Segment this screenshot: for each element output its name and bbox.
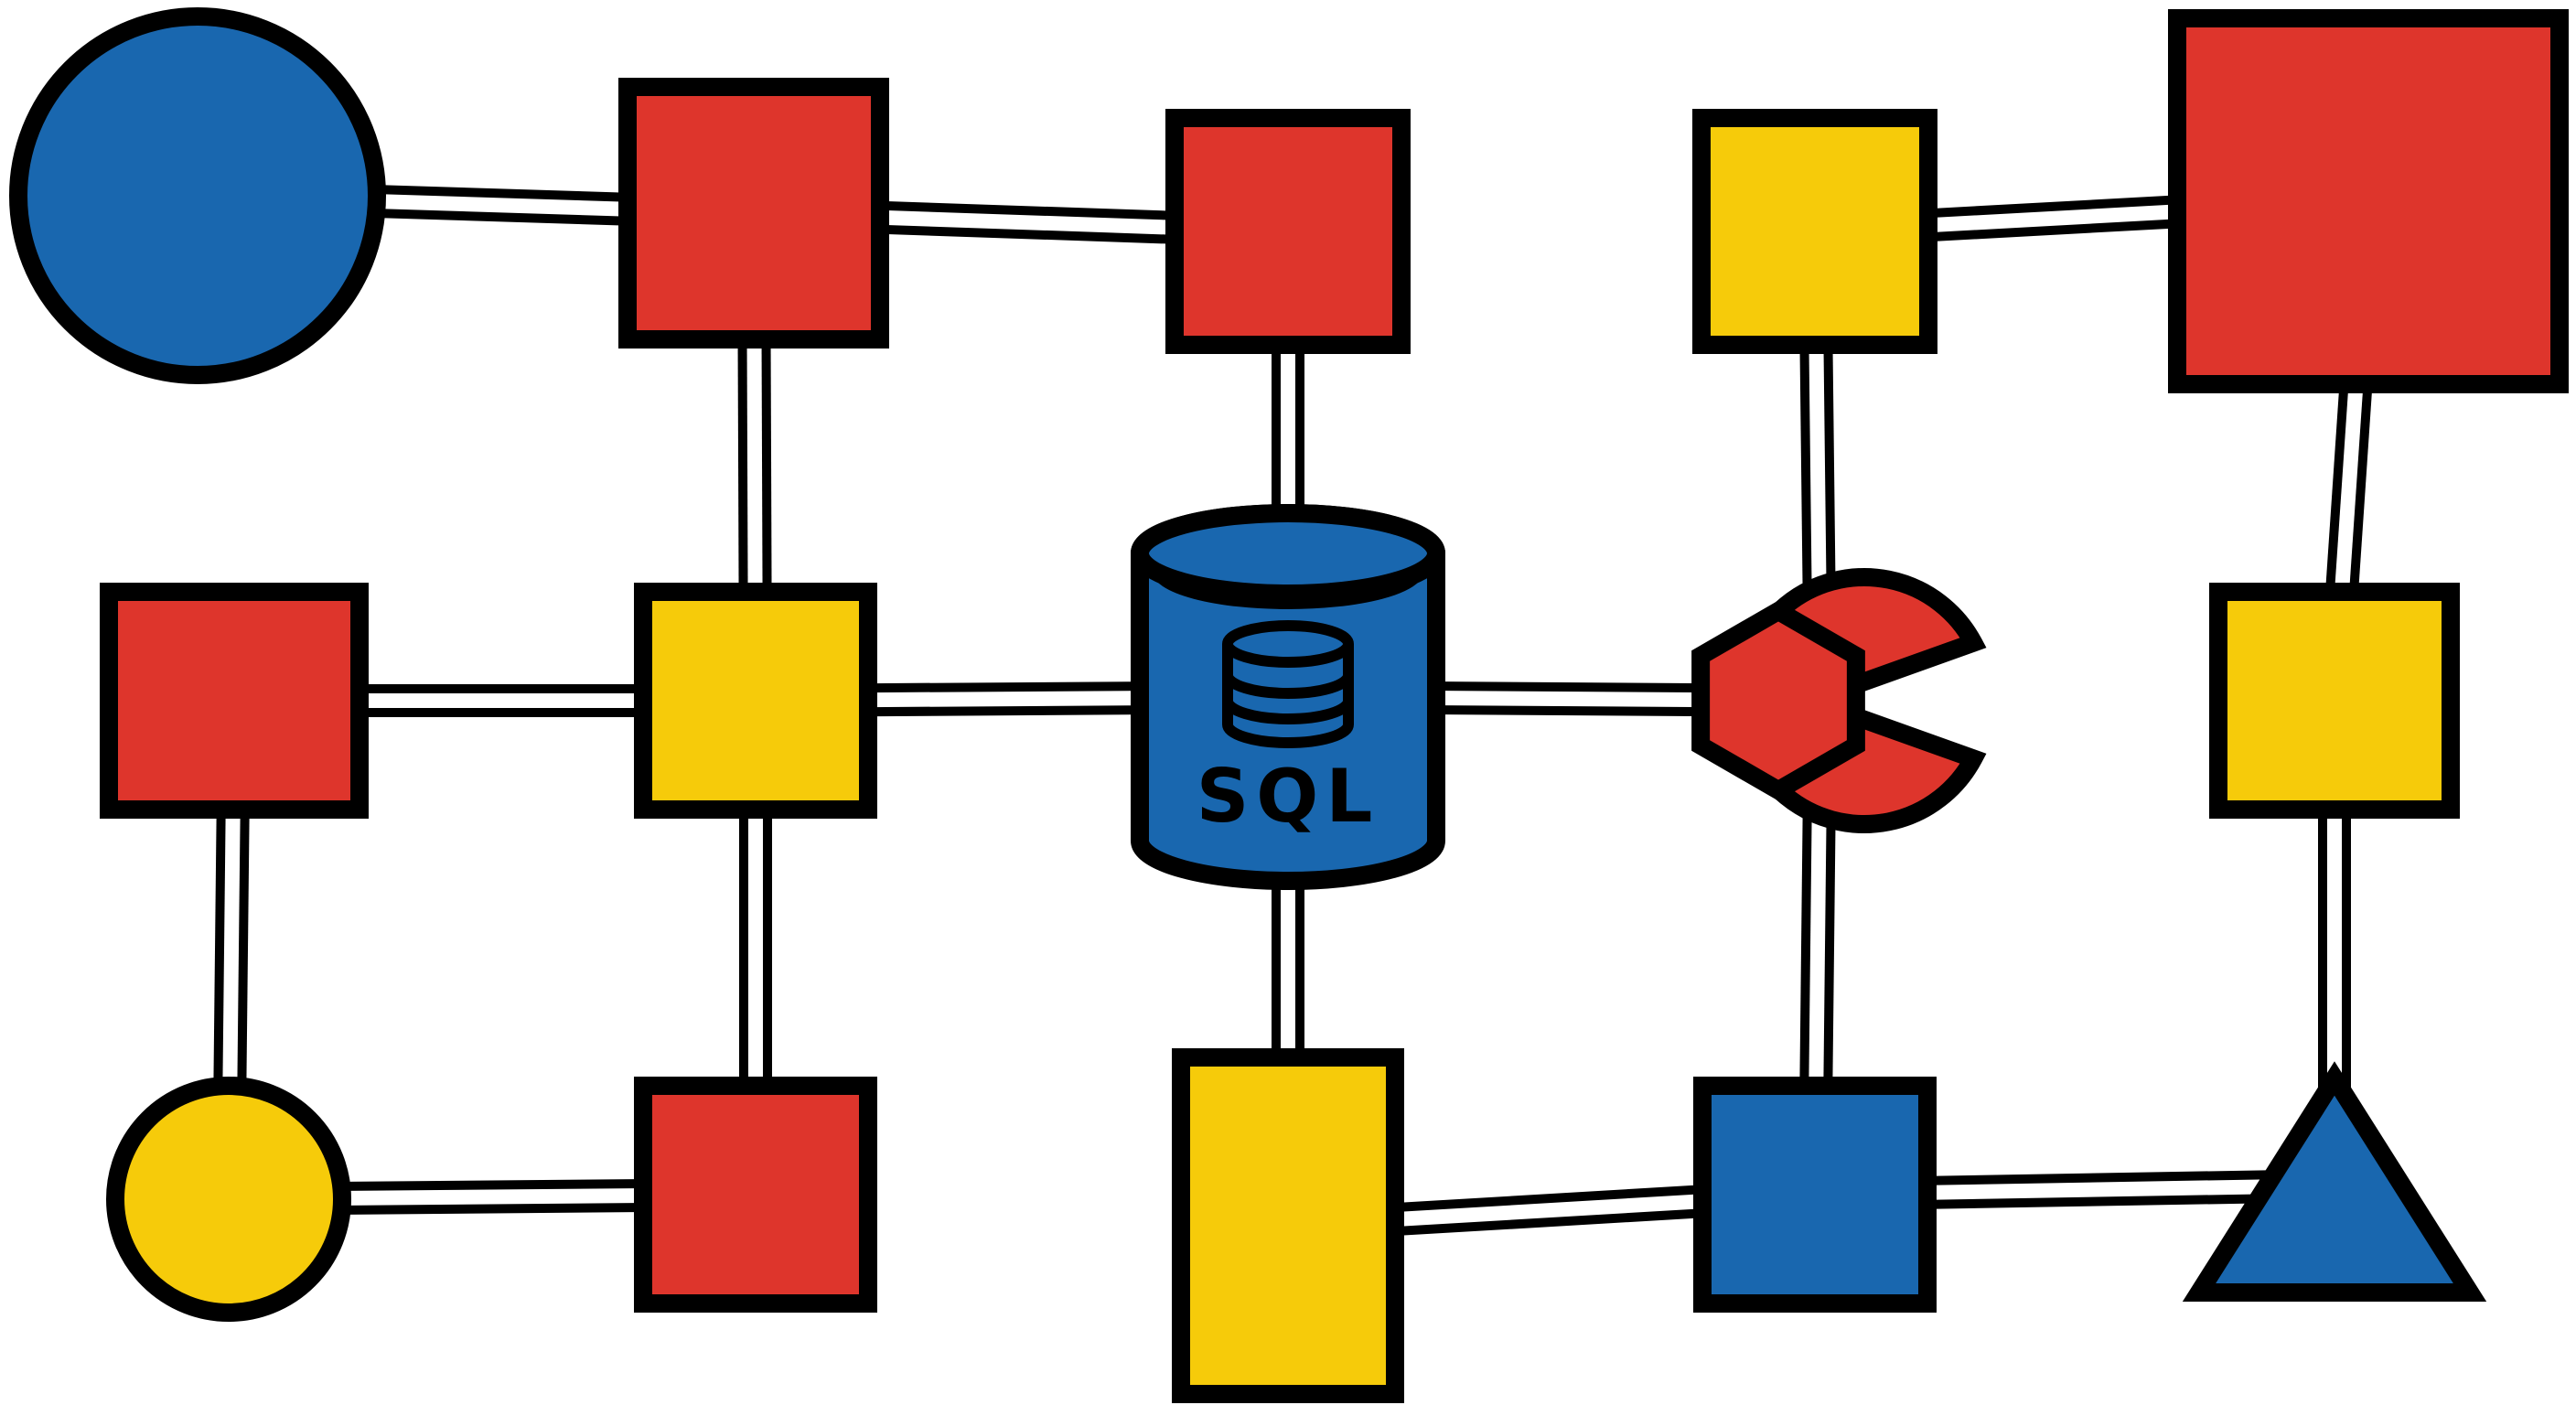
node-n1-blue-circle[interactable] (9, 7, 386, 384)
node-n12-red-square[interactable] (634, 1077, 877, 1313)
node-n15-blue-triangle[interactable] (2182, 1061, 2487, 1302)
node-n7-yellow-square[interactable] (634, 583, 877, 819)
node-n13-yellow-rectangle[interactable] (1172, 1048, 1404, 1403)
node-n6-red-square[interactable] (100, 583, 369, 819)
node-n9-red-hexagon-pie[interactable] (1691, 568, 1987, 833)
node-n8-blue-cylinder[interactable]: SQL (1131, 504, 1445, 890)
node-n4-yellow-square[interactable] (1692, 109, 1937, 354)
node-n3-red-square[interactable] (1165, 109, 1411, 354)
node-n11-yellow-circle[interactable] (106, 1077, 351, 1322)
node-n14-blue-square[interactable] (1693, 1077, 1937, 1313)
node-n2-red-square[interactable] (618, 78, 889, 349)
node-n10-yellow-square[interactable] (2209, 583, 2460, 819)
database-label: SQL (1197, 754, 1380, 839)
database-stack-icon (1222, 620, 1354, 748)
diagram-nodes: SQL (9, 7, 2569, 1403)
node-n5-red-square[interactable] (2168, 9, 2569, 393)
